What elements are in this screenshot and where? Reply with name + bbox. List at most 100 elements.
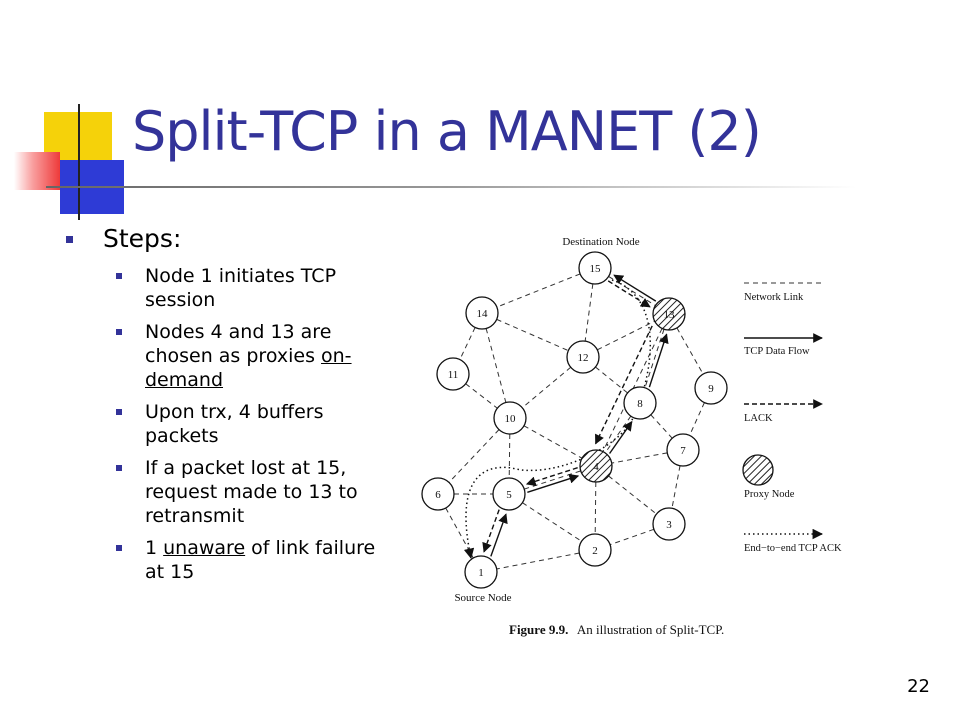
network-link xyxy=(496,318,569,352)
bullet-marker xyxy=(116,329,122,335)
network-link xyxy=(521,366,572,409)
network-link xyxy=(448,429,500,483)
destination-node-label: Destination Node xyxy=(562,236,639,248)
network-node: 6 xyxy=(421,477,455,511)
node-circle xyxy=(578,251,612,285)
step-text: Upon trx, 4 buffers packets xyxy=(145,401,324,447)
legend-label: Proxy Node xyxy=(744,489,795,500)
step-text: of link failure at 15 xyxy=(145,537,376,583)
node-circle xyxy=(578,533,612,567)
step-item: If a packet lost at 15, request made to … xyxy=(116,456,390,528)
end-to-end-ack-path xyxy=(463,279,651,560)
source-node-label: Source Node xyxy=(454,592,511,604)
node-label: 6 xyxy=(435,489,441,501)
network-node: 9 xyxy=(694,371,728,405)
node-label: 11 xyxy=(448,369,459,381)
network-link xyxy=(445,507,474,559)
network-link xyxy=(609,528,655,546)
node-circle xyxy=(465,296,499,330)
network-node: 4 xyxy=(579,449,613,483)
step-item: Node 1 initiates TCP session xyxy=(116,264,390,312)
network-link xyxy=(524,470,581,490)
legend-label: Network Link xyxy=(744,292,804,303)
network-link xyxy=(496,273,581,308)
network-link xyxy=(485,328,507,403)
network-link xyxy=(496,552,580,570)
network-node: 13 xyxy=(652,297,686,331)
caption-label: Figure 9.9. xyxy=(509,622,568,637)
step-text: Nodes 4 and 13 are chosen as proxies xyxy=(145,321,332,367)
bullet-marker xyxy=(116,545,122,551)
legend-label: End−to−end TCP ACK xyxy=(744,543,842,554)
node-label: 13 xyxy=(664,309,676,321)
decor-vertical-line xyxy=(78,104,80,220)
node-label: 3 xyxy=(666,519,672,531)
network-link xyxy=(689,402,705,436)
step-text: If a packet lost at 15, request made to … xyxy=(145,457,358,527)
lack-arrow xyxy=(525,467,578,487)
tcp-data-flow-arrow xyxy=(648,333,669,388)
title-divider xyxy=(46,186,856,188)
legend-item: End−to−end TCP ACK xyxy=(744,528,842,554)
network-link xyxy=(508,433,511,479)
network-node: 5 xyxy=(492,477,526,511)
node-label: 1 xyxy=(478,567,484,579)
network-link xyxy=(584,283,594,342)
node-circle xyxy=(492,477,526,511)
node-circle xyxy=(623,386,657,420)
page-number: 22 xyxy=(907,676,930,697)
node-label: 7 xyxy=(680,445,686,457)
node-circle xyxy=(652,507,686,541)
underlined-term: on-demand xyxy=(145,345,352,391)
legend-hatched-circle xyxy=(742,454,774,486)
slide-title: Split-TCP in a MANET (2) xyxy=(132,100,762,163)
legend-item: Network Link xyxy=(744,282,822,303)
bullet-heading: Steps: xyxy=(66,222,396,256)
network-node: 1 xyxy=(464,555,498,589)
step-text: 1 xyxy=(145,537,164,559)
network-node: 15 xyxy=(578,251,612,285)
node-label: 5 xyxy=(506,489,512,501)
legend-item: Proxy Node xyxy=(742,454,795,500)
lack-arrow xyxy=(607,280,651,308)
node-label: 4 xyxy=(593,461,599,473)
node-label: 2 xyxy=(592,545,598,557)
legend-item: TCP Data Flow xyxy=(744,333,823,357)
bullet-marker xyxy=(116,409,122,415)
figure-caption: Figure 9.9. An illustration of Split-TCP… xyxy=(509,622,724,637)
step-text: Node 1 initiates TCP session xyxy=(145,265,337,311)
network-link xyxy=(597,320,655,351)
lack-arrow xyxy=(595,325,653,445)
network-link xyxy=(523,425,583,459)
network-link xyxy=(522,502,582,542)
network-link xyxy=(671,465,681,509)
network-link xyxy=(608,475,657,515)
network-link xyxy=(644,329,665,388)
network-node: 8 xyxy=(623,386,657,420)
network-node: 10 xyxy=(493,401,527,435)
underlined-term: unaware xyxy=(163,537,246,559)
network-node: 14 xyxy=(465,296,499,330)
proxy-node-circle xyxy=(579,449,613,483)
network-node: 2 xyxy=(578,533,612,567)
node-circle xyxy=(666,433,700,467)
bullet-marker xyxy=(116,273,122,279)
network-link xyxy=(459,327,476,360)
network-link xyxy=(595,366,628,394)
tcp-data-flow-arrow xyxy=(490,513,508,557)
proxy-node-circle xyxy=(652,297,686,331)
node-label: 15 xyxy=(590,263,602,275)
network-link xyxy=(611,452,668,464)
tcp-data-flow-arrow xyxy=(527,473,580,493)
network-link xyxy=(602,328,663,452)
node-label: 12 xyxy=(578,352,589,364)
network-node: 11 xyxy=(436,357,470,391)
node-label: 10 xyxy=(505,413,517,425)
lack-arrow xyxy=(482,509,500,553)
step-item: Upon trx, 4 buffers packets xyxy=(116,400,390,448)
legend-label: TCP Data Flow xyxy=(744,346,810,357)
decor-red-gradient xyxy=(14,152,60,190)
